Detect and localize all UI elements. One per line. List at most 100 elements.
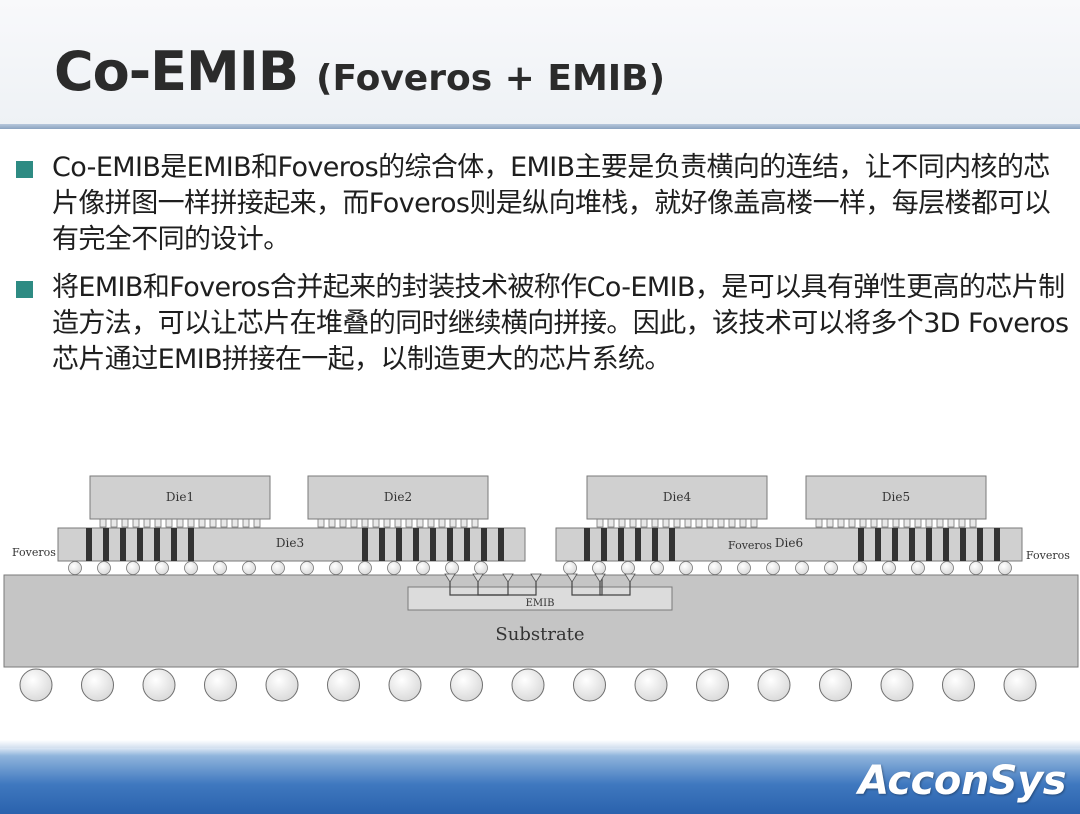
bullet-text: Co-EMIB是EMIB和Foveros的综合体，EMIB主要是负责横向的连结，… — [52, 152, 1051, 255]
bga-ball — [19, 668, 53, 702]
title-band — [0, 0, 1080, 126]
micro-bump — [99, 518, 107, 528]
die1-label: Die1 — [166, 490, 194, 504]
micro-bump — [416, 518, 424, 528]
tsv-via — [430, 528, 436, 561]
footer-edge — [0, 740, 1080, 750]
micro-bump — [165, 518, 173, 528]
die5-block — [805, 475, 987, 520]
die6-prefix-label: Foveros — [728, 539, 772, 552]
micro-bump — [154, 518, 162, 528]
micro-bump — [328, 518, 336, 528]
emib-trace — [599, 574, 603, 596]
emib-bump — [444, 573, 456, 583]
die4-label: Die4 — [663, 490, 692, 504]
c4-bump — [563, 561, 577, 575]
micro-bump — [143, 518, 151, 528]
micro-bump — [317, 518, 325, 528]
micro-bump — [662, 518, 670, 528]
title-main: Co-EMIB — [54, 40, 299, 103]
emib-trace — [477, 574, 537, 596]
micro-bump — [405, 518, 413, 528]
micro-bump — [826, 518, 834, 528]
emib-bump — [594, 573, 606, 583]
tsv-via — [669, 528, 675, 561]
bga-ball — [696, 668, 729, 702]
tsv-via — [362, 528, 368, 561]
tsv-via — [618, 528, 624, 561]
c4-bump — [300, 561, 314, 575]
micro-bump — [958, 518, 966, 528]
micro-bump — [651, 518, 659, 528]
c4-bumps — [68, 561, 1012, 575]
micro-bump — [684, 518, 692, 528]
micro-bump — [339, 518, 347, 528]
micro-bump — [132, 518, 140, 528]
micro-bump — [640, 518, 648, 528]
micro-bump — [187, 518, 195, 528]
c4-bump — [621, 561, 635, 575]
micro-bump — [892, 518, 900, 528]
micro-bump — [717, 518, 725, 528]
bga-balls — [19, 668, 1037, 702]
micro-bump — [618, 518, 626, 528]
micro-bump — [815, 518, 823, 528]
slide-title: Co-EMIB(Foveros + EMIB) — [54, 40, 665, 103]
tsv-via — [635, 528, 641, 561]
c4-bump — [97, 561, 111, 575]
top-dies: Die1 Die2 Die4 Die5 — [89, 475, 987, 520]
micro-bump — [881, 518, 889, 528]
micro-bump — [607, 518, 615, 528]
micro-bump — [914, 518, 922, 528]
micro-bump — [438, 518, 446, 528]
micro-bump — [903, 518, 911, 528]
micro-bump — [870, 518, 878, 528]
c4-bump — [68, 561, 82, 575]
tsv-via — [909, 528, 915, 561]
micro-bump — [361, 518, 369, 528]
bullet-list: Co-EMIB是EMIB和Foveros的综合体，EMIB主要是负责横向的连结，… — [14, 150, 1074, 390]
micro-bump — [242, 518, 250, 528]
micro-bump — [198, 518, 206, 528]
foveros-right-label: Foveros — [1026, 549, 1070, 562]
tsv-via — [447, 528, 453, 561]
c4-bump — [737, 561, 751, 575]
tsv-via — [413, 528, 419, 561]
bullet-square-icon — [16, 161, 33, 178]
bga-ball — [265, 668, 299, 702]
c4-bump — [911, 561, 925, 575]
micro-bump — [925, 518, 933, 528]
micro-bump — [695, 518, 703, 528]
micro-bump — [629, 518, 637, 528]
acconsys-logo: AcconSys — [858, 758, 1066, 804]
tsv-via — [137, 528, 143, 561]
micro-bump — [350, 518, 358, 528]
bullet-item: Co-EMIB是EMIB和Foveros的综合体，EMIB主要是负责横向的连结，… — [14, 150, 1074, 258]
c4-bump — [998, 561, 1012, 575]
tsv-via — [86, 528, 92, 561]
tsv-via — [481, 528, 487, 561]
tsv-via — [188, 528, 194, 561]
micro-bump — [859, 518, 867, 528]
c4-bump — [940, 561, 954, 575]
micro-bump — [372, 518, 380, 528]
c4-bump — [766, 561, 780, 575]
micro-bump — [394, 518, 402, 528]
bga-ball — [450, 668, 483, 702]
co-emib-diagram: Die1 Die2 Die4 Die5 Die3 Foveros Die6 Fo… — [3, 475, 1079, 702]
tsv-via — [154, 528, 160, 561]
bullet-item: 将EMIB和Foveros合并起来的封装技术被称作Co-EMIB，是可以具有弹性… — [14, 270, 1074, 378]
die4-block — [586, 475, 768, 520]
c4-bump — [213, 561, 227, 575]
micro-bump — [383, 518, 391, 528]
micro-bump — [220, 518, 228, 528]
foveros-base-dies: Die3 Foveros Die6 Foveros Foveros — [12, 527, 1070, 562]
footer-band — [0, 748, 1080, 814]
c4-bump — [445, 561, 459, 575]
micro-bump — [750, 518, 758, 528]
tsv-via — [977, 528, 983, 561]
emib-bump — [566, 573, 578, 583]
bga-ball — [757, 668, 791, 702]
c4-bump — [474, 561, 488, 575]
emib-bump — [530, 573, 542, 583]
